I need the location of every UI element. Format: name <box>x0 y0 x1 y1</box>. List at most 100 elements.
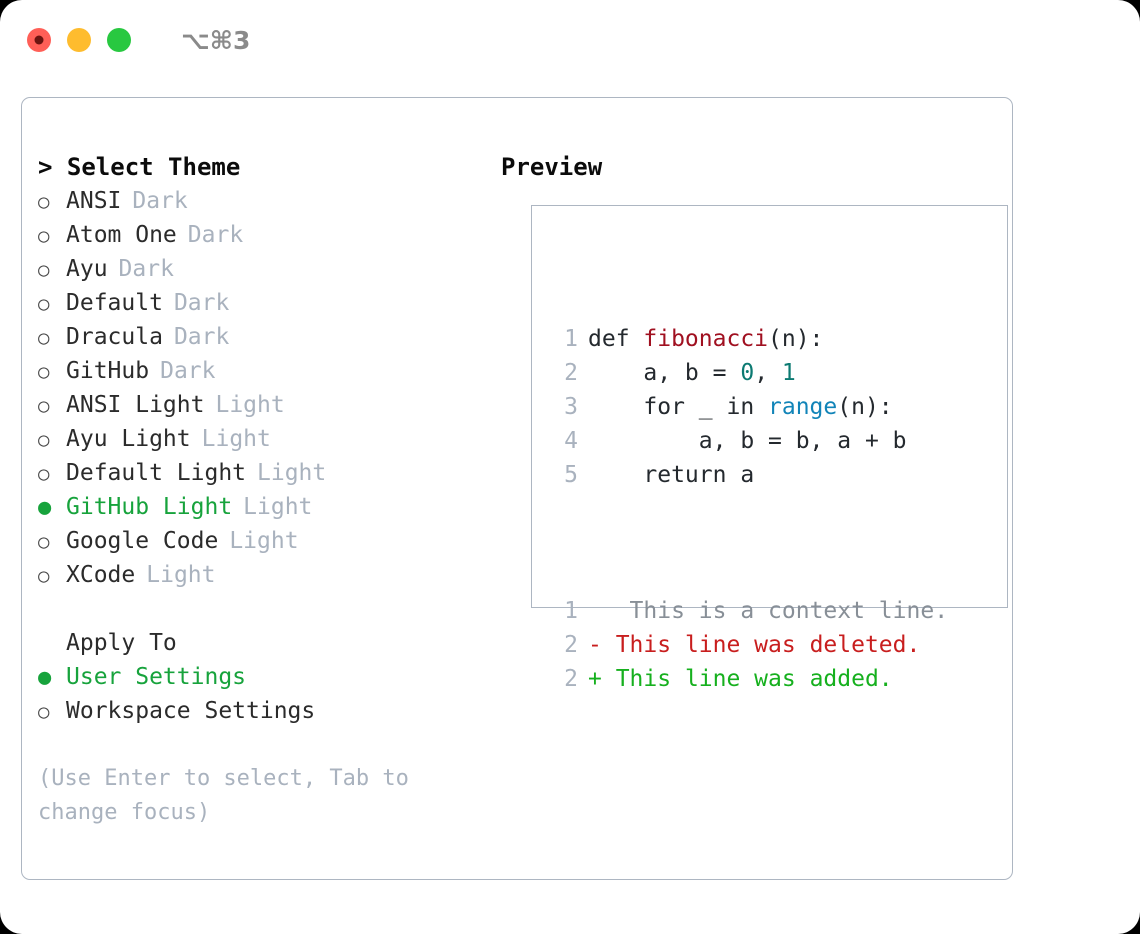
theme-kind-badge: Dark <box>173 324 230 350</box>
code-line: 5 return a <box>548 458 948 492</box>
spacer-bullet: ○ <box>38 626 66 660</box>
radio-unselected-icon[interactable]: ○ <box>38 531 50 553</box>
radio-selected-icon[interactable]: ● <box>38 665 52 690</box>
radio-unselected-icon[interactable]: ○ <box>38 565 50 587</box>
code-token-func: fibonacci <box>643 326 769 352</box>
diff-marker: + <box>588 666 602 692</box>
select-theme-heading: > Select Theme <box>38 153 241 181</box>
theme-name: GitHub Light <box>66 494 233 520</box>
diff-block: 1 This is a context line.2- This line wa… <box>548 594 948 696</box>
radio-unselected-icon[interactable]: ○ <box>38 701 50 723</box>
theme-name: XCode <box>66 562 136 588</box>
theme-row[interactable]: ○ Default Dark <box>38 286 478 320</box>
code-token-plain: a, b = b, a + b <box>588 428 907 454</box>
minimize-button[interactable] <box>67 28 91 52</box>
radio-unselected-icon[interactable]: ○ <box>38 259 50 281</box>
theme-name: Default Light <box>66 460 247 486</box>
code-token-num: 0 <box>740 360 755 386</box>
theme-row[interactable]: ○ Dracula Dark <box>38 320 478 354</box>
theme-row[interactable]: ○ Atom One Dark <box>38 218 478 252</box>
diff-line-number: 1 <box>564 598 578 624</box>
radio-unselected-icon[interactable]: ○ <box>38 463 50 485</box>
code-line: 1 def fibonacci(n): <box>548 322 948 356</box>
apply-to-heading-row: ○ Apply To <box>38 626 478 660</box>
apply-to-list: ● User Settings ○ Workspace Settings <box>38 660 478 728</box>
code-line-text: return a <box>588 458 754 492</box>
maximize-button[interactable] <box>107 28 131 52</box>
diff-line: 2+ This line was added. <box>548 662 948 696</box>
apply-to-label: User Settings <box>66 664 247 690</box>
line-number: 1 <box>564 326 578 352</box>
theme-row[interactable]: ○ Google Code Light <box>38 524 478 558</box>
code-token-num: 1 <box>781 360 796 386</box>
apply-to-row[interactable]: ● User Settings <box>38 660 478 694</box>
code-token-plain: (n): <box>837 394 893 420</box>
code-token-plain: , <box>754 360 782 386</box>
theme-kind-badge: Dark <box>132 188 188 214</box>
title-bar: ⌥⌘3 <box>0 0 1140 80</box>
theme-name: Ayu Light <box>66 426 191 452</box>
theme-kind-badge: Dark <box>173 290 230 316</box>
radio-unselected-icon[interactable]: ○ <box>38 395 50 417</box>
theme-kind-badge: Dark <box>160 358 216 384</box>
theme-kind-badge: Light <box>257 460 327 486</box>
radio-unselected-icon[interactable]: ○ <box>38 361 50 383</box>
theme-name: Dracula <box>66 324 163 350</box>
code-line-text: a, b = b, a + b <box>588 424 907 458</box>
diff-line: 2- This line was deleted. <box>548 628 948 662</box>
keyboard-hint: (Use Enter to select, Tab to change focu… <box>38 766 409 825</box>
preview-heading: Preview <box>501 153 603 181</box>
theme-name: Google Code <box>66 528 219 554</box>
theme-name: Default <box>66 290 163 316</box>
radio-unselected-icon[interactable]: ○ <box>38 225 50 247</box>
theme-row[interactable]: ○ Ayu Light Light <box>38 422 478 456</box>
code-line-text: for _ in range(n): <box>588 390 893 424</box>
theme-row[interactable]: ○ XCode Light <box>38 558 478 592</box>
theme-row[interactable]: ○ Default Light Light <box>38 456 478 490</box>
diff-marker: - <box>588 632 602 658</box>
apply-to-label: Workspace Settings <box>66 698 316 724</box>
theme-kind-badge: Dark <box>187 222 244 248</box>
line-number: 4 <box>564 428 578 454</box>
theme-kind-badge: Light <box>229 528 299 554</box>
theme-name: ANSI Light <box>66 392 205 418</box>
apply-to-row[interactable]: ○ Workspace Settings <box>38 694 478 728</box>
line-number: 2 <box>564 360 578 386</box>
diff-marker <box>588 594 602 628</box>
theme-row[interactable]: ○ Ayu Dark <box>38 252 478 286</box>
code-token-plain: def <box>588 326 644 352</box>
code-line: 4 a, b = b, a + b <box>548 424 948 458</box>
theme-kind-badge: Light <box>146 562 216 588</box>
theme-kind-badge: Dark <box>118 256 174 282</box>
code-line-text: def fibonacci(n): <box>588 322 823 356</box>
diff-line: 1 This is a context line. <box>548 594 948 628</box>
line-number: 3 <box>564 394 578 420</box>
theme-name: Atom One <box>66 222 177 248</box>
diff-text: This is a context line. <box>601 598 949 624</box>
radio-unselected-icon[interactable]: ○ <box>38 327 50 349</box>
theme-row[interactable]: ● GitHub Light Light <box>38 490 478 524</box>
radio-selected-icon[interactable]: ● <box>38 495 52 520</box>
theme-kind-badge: Light <box>201 426 271 452</box>
code-token-call: range <box>768 394 838 420</box>
radio-unselected-icon[interactable]: ○ <box>38 429 50 451</box>
line-number: 5 <box>564 462 578 488</box>
close-button[interactable] <box>27 28 51 52</box>
diff-line-number: 2 <box>564 632 578 658</box>
code-line-text: a, b = 0, 1 <box>588 356 796 390</box>
radio-unselected-icon[interactable]: ○ <box>38 191 50 213</box>
code-token-plain: a, b = <box>588 360 741 386</box>
radio-unselected-icon[interactable]: ○ <box>38 293 50 315</box>
theme-name: Ayu <box>66 256 108 282</box>
diff-text: This line was added. <box>601 666 893 692</box>
diff-text: This line was deleted. <box>601 632 921 658</box>
theme-kind-badge: Light <box>243 494 313 520</box>
